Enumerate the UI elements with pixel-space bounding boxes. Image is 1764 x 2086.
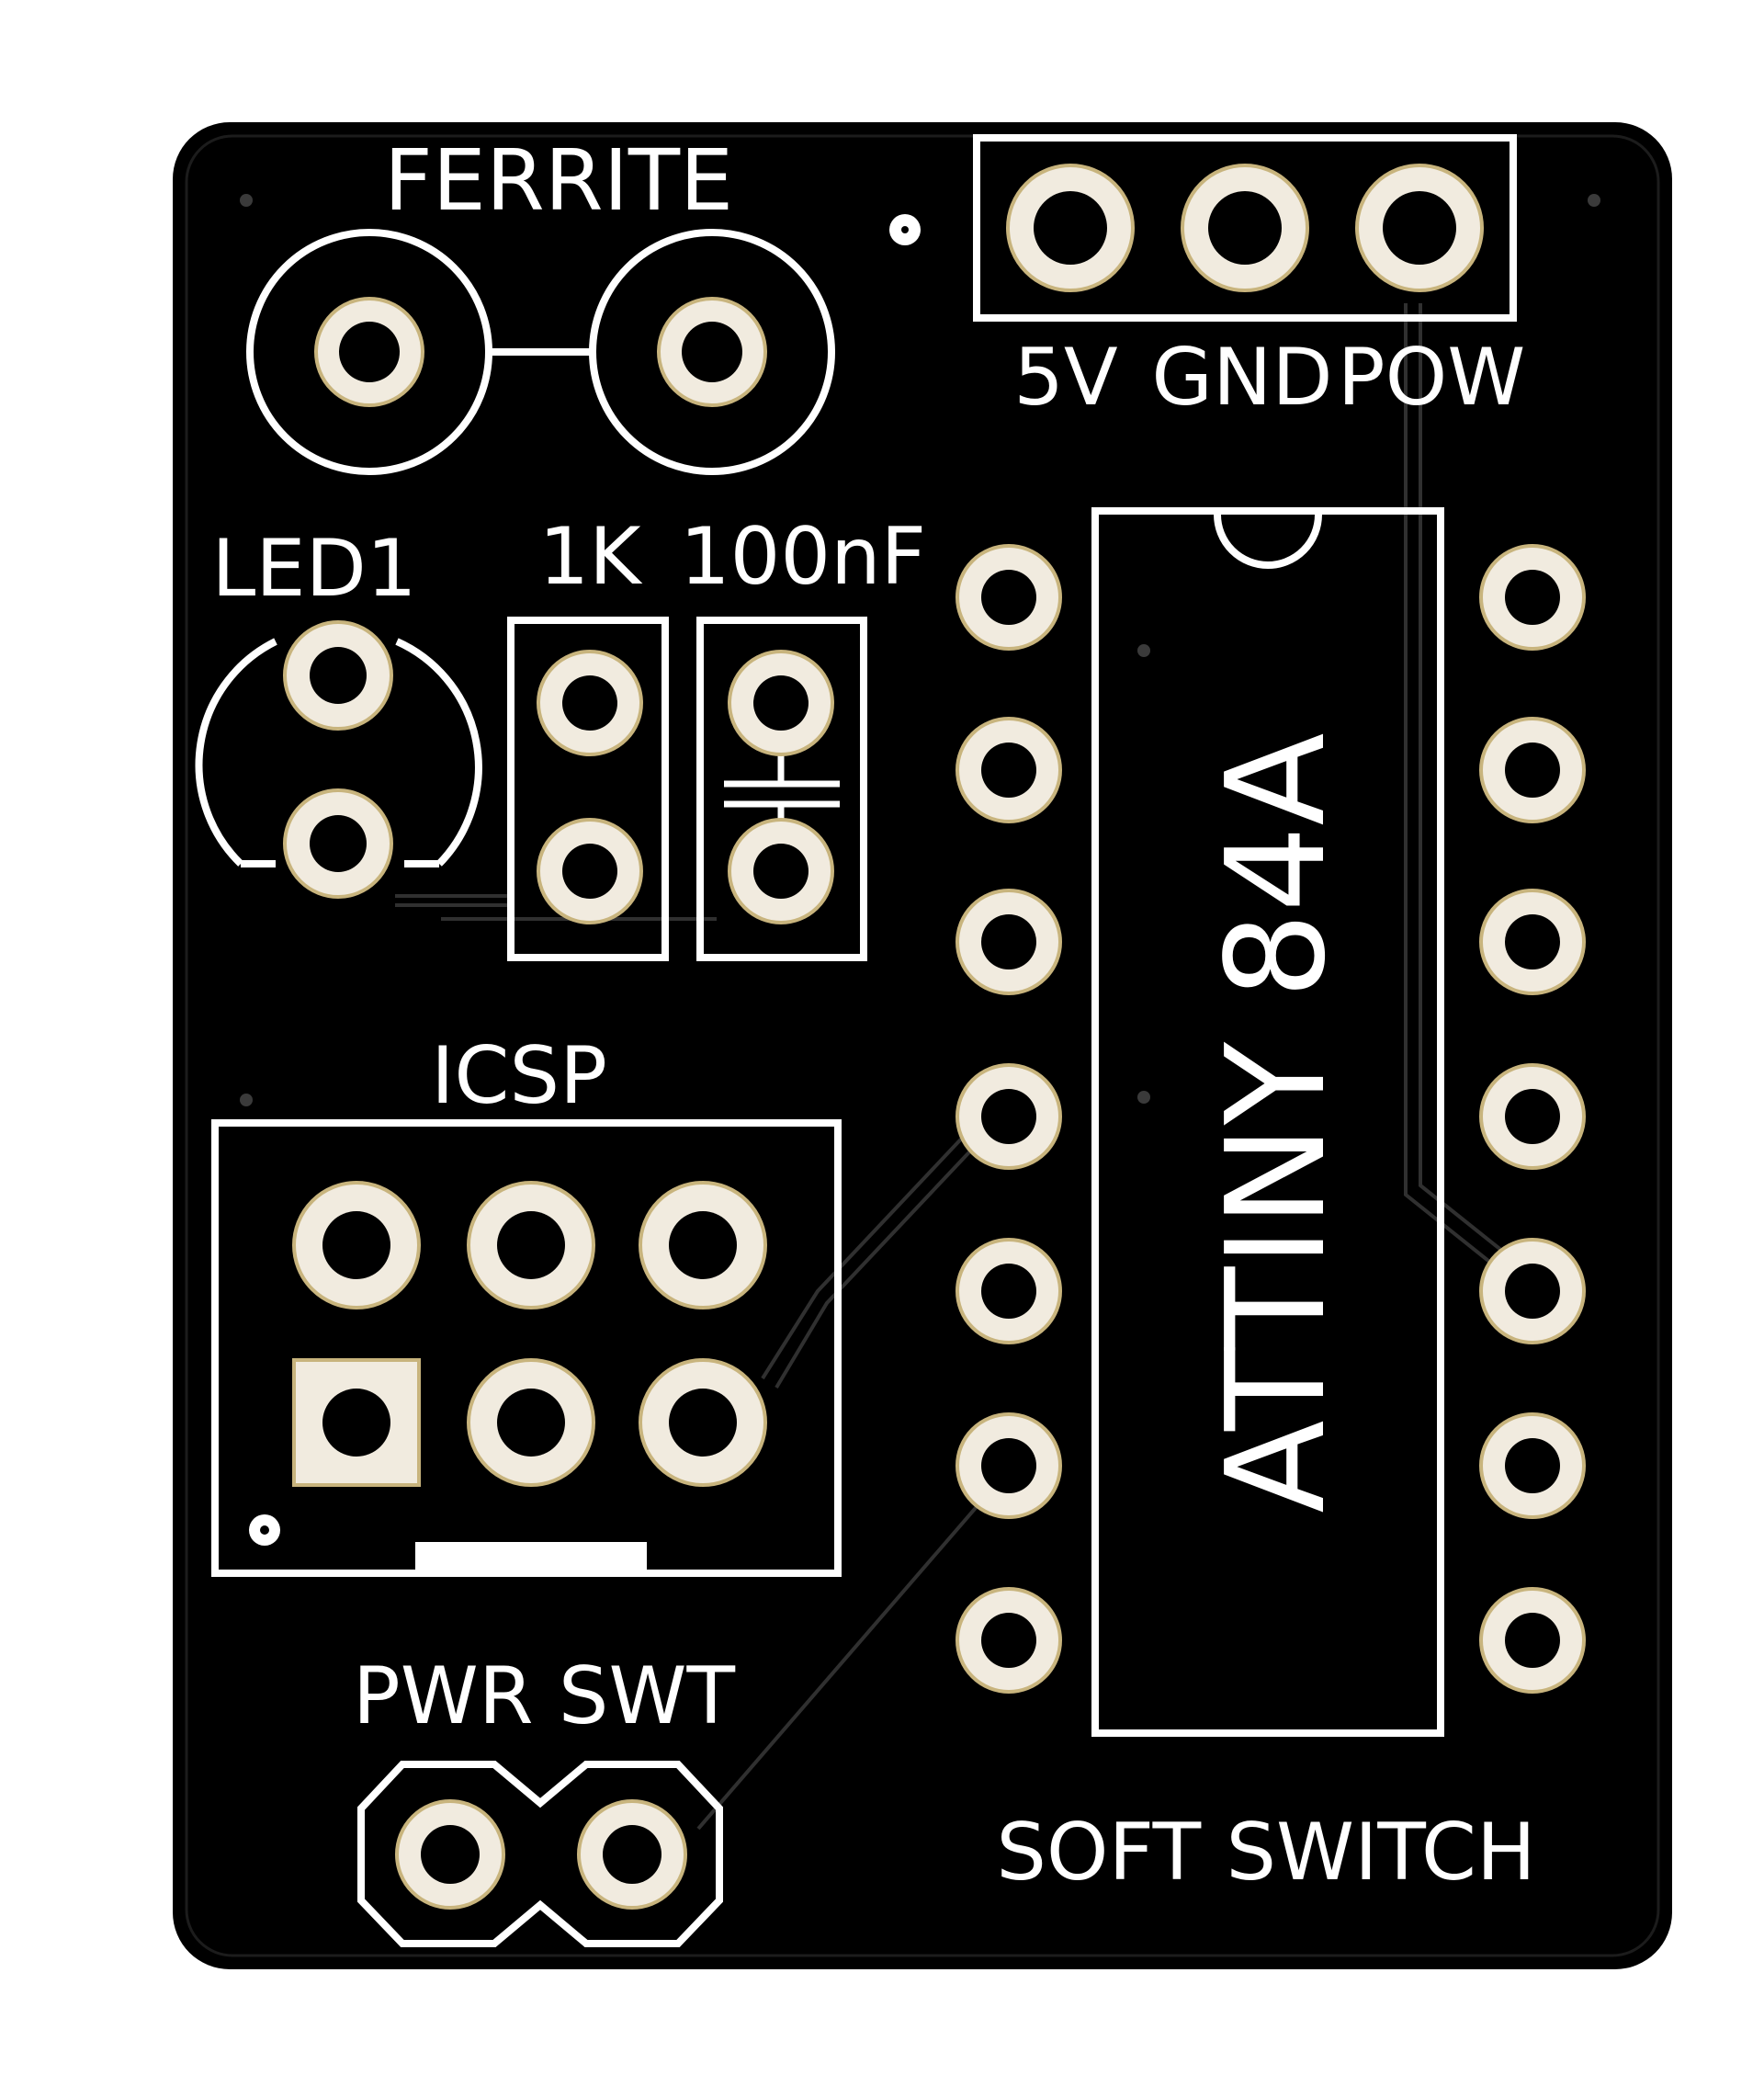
ferrite-pad-2 <box>657 297 767 407</box>
icsp-key-notch <box>415 1542 647 1573</box>
capacitor-outline <box>696 617 867 961</box>
soft-switch-label: SOFT SWITCH <box>996 1807 1535 1899</box>
header-pad-pow <box>1355 164 1484 292</box>
chip-pin-14 <box>1479 544 1586 651</box>
ferrite-pad-1 <box>314 297 424 407</box>
pcb-substrate <box>173 122 1672 1969</box>
icsp-pad-5 <box>639 1358 767 1487</box>
header-5v-label: 5V <box>1013 332 1118 424</box>
header-pad-gnd <box>1181 164 1309 292</box>
led-pad-cathode <box>283 788 393 899</box>
ferrite-bead-outline <box>246 229 835 475</box>
chip-pin-6 <box>956 1412 1062 1519</box>
header-gnd-label: GND <box>1151 332 1332 424</box>
chip-outline <box>1091 507 1444 1737</box>
chip-pin-4 <box>956 1063 1062 1170</box>
icsp-pad-4 <box>467 1181 595 1309</box>
pads <box>283 164 1586 1910</box>
chip-pin-10 <box>1479 1238 1586 1344</box>
header-pow-label: POW <box>1338 332 1526 424</box>
chip-label: ATTINY 84A <box>1197 732 1355 1513</box>
icsp-pad-1 <box>292 1358 421 1487</box>
power-switch-pad-2 <box>577 1799 687 1910</box>
resistor-pad-1 <box>537 650 643 756</box>
header-pin1-marker-hole <box>901 226 909 233</box>
chip-pin-1 <box>956 544 1062 651</box>
icsp-pad-6 <box>639 1181 767 1309</box>
capacitor-label: 100nF <box>680 511 926 603</box>
header-pad-5v <box>1006 164 1135 292</box>
chip-notch <box>1214 514 1322 569</box>
resistor-label: 1K <box>538 511 643 603</box>
power-switch-outline <box>357 1761 723 1947</box>
chip-pin-12 <box>1479 889 1586 995</box>
chip-pin-9 <box>1479 1412 1586 1519</box>
corner-marks <box>240 194 1600 1106</box>
power-header-outline <box>973 134 1517 322</box>
icsp-label: ICSP <box>431 1030 607 1122</box>
pcb-edge-outline <box>185 134 1660 1957</box>
capacitor-pad-2 <box>728 818 834 924</box>
resistor-outline <box>507 617 669 961</box>
chip-pin-11 <box>1479 1063 1586 1170</box>
icsp-pad-2 <box>292 1181 421 1309</box>
icsp-pad-3 <box>467 1358 595 1487</box>
chip-pin-13 <box>1479 717 1586 823</box>
chip-pin-2 <box>956 717 1062 823</box>
ferrite-label: FERRITE <box>384 131 733 230</box>
chip-pin-3 <box>956 889 1062 995</box>
led-outline <box>195 638 482 867</box>
power-switch-pad-1 <box>395 1799 505 1910</box>
resistor-pad-2 <box>537 818 643 924</box>
chip-pin-8 <box>1479 1587 1586 1694</box>
chip-pin-5 <box>956 1238 1062 1344</box>
chip-pin-7 <box>956 1587 1062 1694</box>
icsp-pin1-marker-hole <box>260 1525 269 1535</box>
capacitor-pad-1 <box>728 650 834 756</box>
led-label: LED1 <box>211 523 416 615</box>
power-switch-label: PWR SWT <box>353 1650 736 1742</box>
led-pad-anode <box>283 620 393 731</box>
